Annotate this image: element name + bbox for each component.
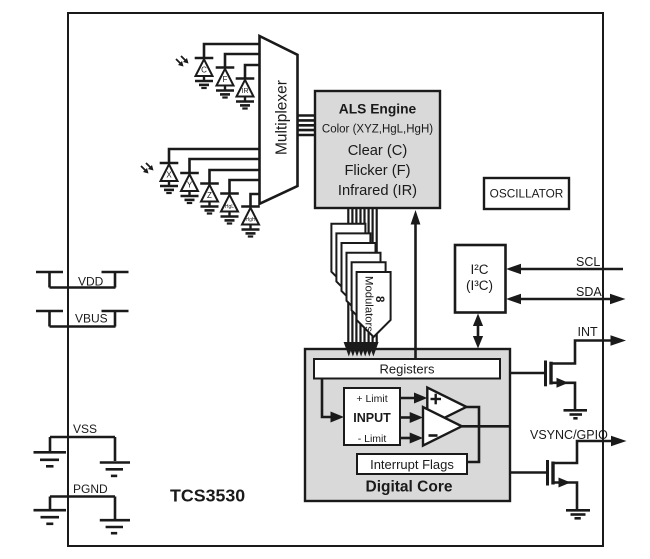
svg-text:Infrared (IR): Infrared (IR) [338,183,417,199]
svg-text:PGND: PGND [73,482,108,496]
svg-text:8: 8 [373,296,385,303]
svg-text:Color (XYZ,HgL,HgH): Color (XYZ,HgL,HgH) [322,124,433,136]
svg-text:HgL: HgL [225,204,234,210]
svg-text:Z: Z [207,191,212,200]
svg-text:INPUT: INPUT [353,411,391,425]
svg-text:I²C: I²C [471,262,489,277]
svg-text:Interrupt Flags: Interrupt Flags [370,457,454,472]
svg-text:VSS: VSS [73,422,97,436]
svg-text:Modulators: Modulators [363,276,375,332]
svg-text:(I³C): (I³C) [466,278,493,293]
svg-text:VSYNC/GPIO: VSYNC/GPIO [530,428,608,442]
svg-text:F: F [223,75,228,84]
svg-text:TCS3530: TCS3530 [170,486,245,506]
svg-text:Registers: Registers [380,362,435,377]
svg-text:OSCILLATOR: OSCILLATOR [490,187,564,201]
svg-text:+ Limit: + Limit [356,393,387,405]
svg-text:X: X [166,171,172,180]
svg-text:ALS Engine: ALS Engine [339,102,417,117]
svg-text:Multiplexer: Multiplexer [274,80,291,155]
svg-text:VBUS: VBUS [75,312,108,326]
svg-text:C: C [201,66,207,75]
svg-text:Clear (C): Clear (C) [348,143,408,159]
svg-text:Flicker (F): Flicker (F) [344,163,410,179]
svg-text:SDA: SDA [576,285,602,299]
svg-text:INT: INT [578,325,599,339]
svg-text:HgH: HgH [245,217,255,223]
svg-text:IR: IR [242,88,249,95]
svg-text:SCL: SCL [576,255,600,269]
svg-text:Digital Core: Digital Core [366,479,453,496]
svg-text:Y: Y [187,181,193,190]
svg-text:- Limit: - Limit [358,433,387,445]
svg-text:VDD: VDD [78,275,104,289]
